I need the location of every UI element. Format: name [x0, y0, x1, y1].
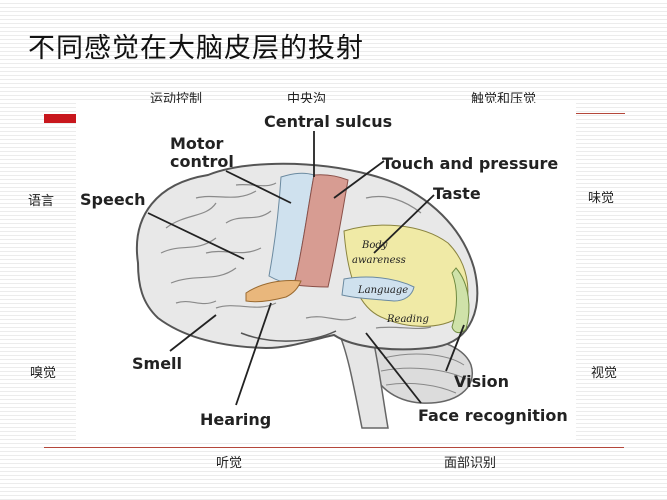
brainstem: [336, 330, 389, 429]
bottom-rule: [44, 447, 624, 448]
gyri-folds: [160, 182, 432, 330]
pointer-face-recognition: [365, 332, 422, 404]
cerebellum-folds: [380, 353, 467, 394]
fig-label-language: Language: [357, 285, 408, 296]
label-smell-zh: 嗅觉: [30, 366, 57, 381]
pointer-vision: [445, 324, 465, 372]
fig-label-face-recognition: Face recognition: [418, 406, 568, 425]
language-region: [341, 276, 415, 302]
label-speech-zh: 语言: [28, 194, 55, 209]
fig-label-touch-pressure: Touch and pressure: [382, 154, 558, 173]
fig-label-reading: Reading: [386, 314, 429, 325]
fig-label-vision: Vision: [454, 372, 509, 391]
fig-label-speech: Speech: [80, 190, 146, 209]
fig-label-body-line2: awareness: [352, 255, 406, 266]
fig-label-smell: Smell: [132, 354, 182, 373]
label-taste-zh: 味觉: [588, 191, 615, 206]
page-title: 不同感觉在大脑皮层的投射: [28, 33, 364, 64]
label-face-recognition-zh: 面部识别: [444, 456, 497, 471]
accent-bar: [44, 114, 76, 123]
fig-label-motor-line1: Motor: [170, 134, 224, 153]
fig-label-central-sulcus: Central sulcus: [264, 112, 392, 131]
pointer-hearing: [235, 302, 272, 406]
fig-label-motor-line2: control: [170, 152, 234, 171]
top-rule: [555, 113, 625, 114]
pointer-touch-pressure: [333, 160, 385, 199]
temporal-lobe-edge: [240, 330, 337, 342]
fig-label-body-line1: Body: [361, 240, 388, 251]
hearing-region: [245, 280, 302, 303]
brain-figure: Motor control Central sulcus Touch and p…: [76, 103, 576, 443]
label-vision-zh: 视觉: [591, 366, 618, 381]
fig-label-taste: Taste: [433, 184, 481, 203]
touch-pressure-strip: [293, 174, 349, 288]
pointer-speech: [147, 212, 245, 260]
pointer-smell: [169, 314, 217, 352]
label-hearing-zh: 听觉: [216, 456, 243, 471]
fig-label-hearing: Hearing: [200, 410, 271, 429]
pointer-motor-control: [225, 170, 292, 204]
vision-region: [451, 267, 470, 334]
pointer-taste: [373, 194, 435, 254]
